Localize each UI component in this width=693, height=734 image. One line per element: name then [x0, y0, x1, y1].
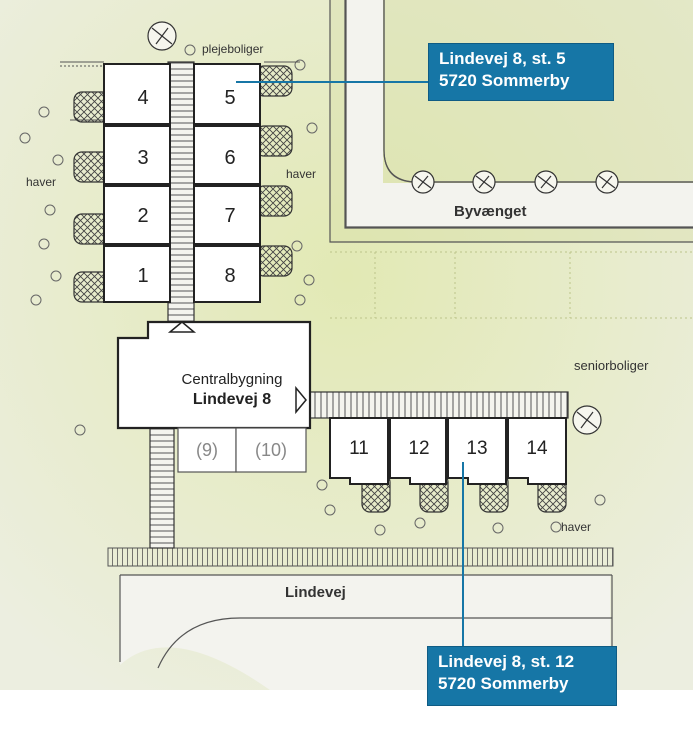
unit-14-label: 14 — [526, 438, 548, 459]
callout-bottom-line1: Lindevej 8, st. 12 — [438, 652, 575, 671]
unit-4-label: 4 — [137, 87, 148, 109]
unit-14 — [507, 417, 567, 485]
unit-6-label: 6 — [224, 147, 235, 169]
unit-6 — [193, 125, 261, 185]
gardens-plejeboliger — [73, 65, 293, 303]
unit-11-label: 11 — [349, 438, 369, 459]
unit-2-label: 2 — [137, 205, 148, 227]
unit-11 — [329, 417, 389, 485]
corridor-east — [309, 391, 569, 419]
unit-8 — [193, 245, 261, 303]
unit-10-label: (10) — [255, 440, 287, 460]
unit-1 — [103, 245, 171, 303]
lawn-grid — [330, 251, 693, 319]
road-label-byvaenget: Byvænget — [454, 203, 527, 220]
unit-3 — [103, 125, 171, 185]
street-trees — [147, 21, 619, 435]
unit-12 — [389, 417, 447, 485]
entrance-east-arrow — [295, 385, 307, 415]
area-label-seniorboliger: seniorboliger — [574, 358, 649, 373]
unit-labels-plejeboliger: 4 3 2 1 5 6 7 8 — [137, 87, 235, 287]
unit-12-label: 12 — [408, 438, 429, 459]
unit-1-label: 1 — [137, 265, 148, 287]
unit-9-label: (9) — [196, 440, 218, 460]
central-building-name: Centralbygning — [182, 371, 283, 388]
unit-5 — [193, 63, 261, 125]
units-seniorboliger — [329, 417, 567, 485]
callout-top-line1: Lindevej 8, st. 5 — [439, 49, 566, 68]
unit-7-label: 7 — [224, 205, 235, 227]
unit-13-label: 13 — [466, 438, 487, 459]
unit-7 — [193, 185, 261, 245]
unit-9 — [177, 427, 237, 473]
unit-2 — [103, 185, 171, 245]
address-callout-top: Lindevej 8, st. 5 5720 Sommerby — [428, 43, 614, 101]
callout-top-line2: 5720 Sommerby — [439, 71, 570, 90]
unit-3-label: 3 — [137, 147, 148, 169]
unit-labels-seniorboliger: 11 12 13 14 — [349, 438, 548, 459]
address-callout-bottom: Lindevej 8, st. 12 5720 Sommerby — [427, 646, 617, 706]
corridor-north — [167, 61, 195, 325]
area-label-haver-bottom: haver — [561, 520, 591, 534]
area-label-haver-right: haver — [286, 167, 316, 181]
area-label-plejeboliger: plejeboliger — [202, 42, 263, 56]
bushes — [19, 44, 606, 536]
unit-8-label: 8 — [224, 265, 235, 287]
entrance-north-arrow — [167, 321, 197, 333]
central-building — [116, 320, 312, 430]
units-plejeboliger — [103, 63, 261, 303]
callout-bottom-line2: 5720 Sommerby — [438, 674, 569, 693]
central-building-address: Lindevej 8 — [193, 391, 271, 408]
unit-10 — [235, 427, 307, 473]
unit-4 — [103, 63, 171, 125]
unit-5-label: 5 — [224, 87, 235, 109]
road-label-lindevej: Lindevej — [285, 584, 346, 601]
area-label-haver-left: haver — [26, 175, 56, 189]
corridor-south — [149, 427, 175, 549]
